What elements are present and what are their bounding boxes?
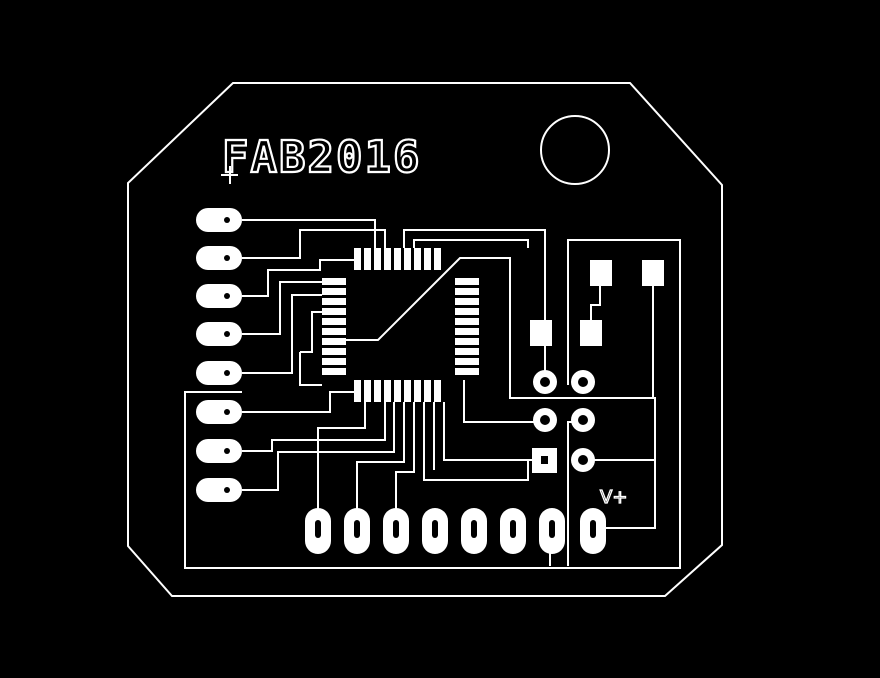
connector-pad-icon <box>196 361 242 385</box>
via-icon <box>533 408 557 432</box>
via-group <box>532 370 595 473</box>
connector-pad-icon <box>305 508 331 554</box>
connector-pad-icon <box>383 508 409 554</box>
microcontroller-chip-icon <box>322 248 479 402</box>
connector-pad-icon <box>196 208 242 232</box>
connector-pad-icon <box>196 284 242 308</box>
connector-pad-icon <box>196 246 242 270</box>
connector-pad-icon <box>196 478 242 502</box>
connector-pad-icon <box>461 508 487 554</box>
connector-pad-icon <box>500 508 526 554</box>
via-icon <box>571 408 595 432</box>
connector-pad-icon <box>539 508 565 554</box>
connector-pad-icon <box>422 508 448 554</box>
connector-pad-icon <box>196 400 242 424</box>
bottom-connector <box>305 508 606 554</box>
via-icon <box>533 370 557 394</box>
traces <box>184 219 681 569</box>
via-icon <box>532 448 557 473</box>
left-connector <box>196 208 242 502</box>
connector-pad-icon <box>580 508 606 554</box>
via-icon <box>571 370 595 394</box>
connector-pad-icon <box>196 322 242 346</box>
via-icon <box>571 448 595 472</box>
cursor-mark <box>221 166 238 184</box>
mounting-hole-icon <box>540 115 610 185</box>
smd-pads <box>530 260 664 346</box>
vplus-label: V+ <box>600 487 627 508</box>
board-outline <box>127 82 723 597</box>
board-title: FAB2016 <box>222 132 421 183</box>
connector-pad-icon <box>196 439 242 463</box>
connector-pad-icon <box>344 508 370 554</box>
